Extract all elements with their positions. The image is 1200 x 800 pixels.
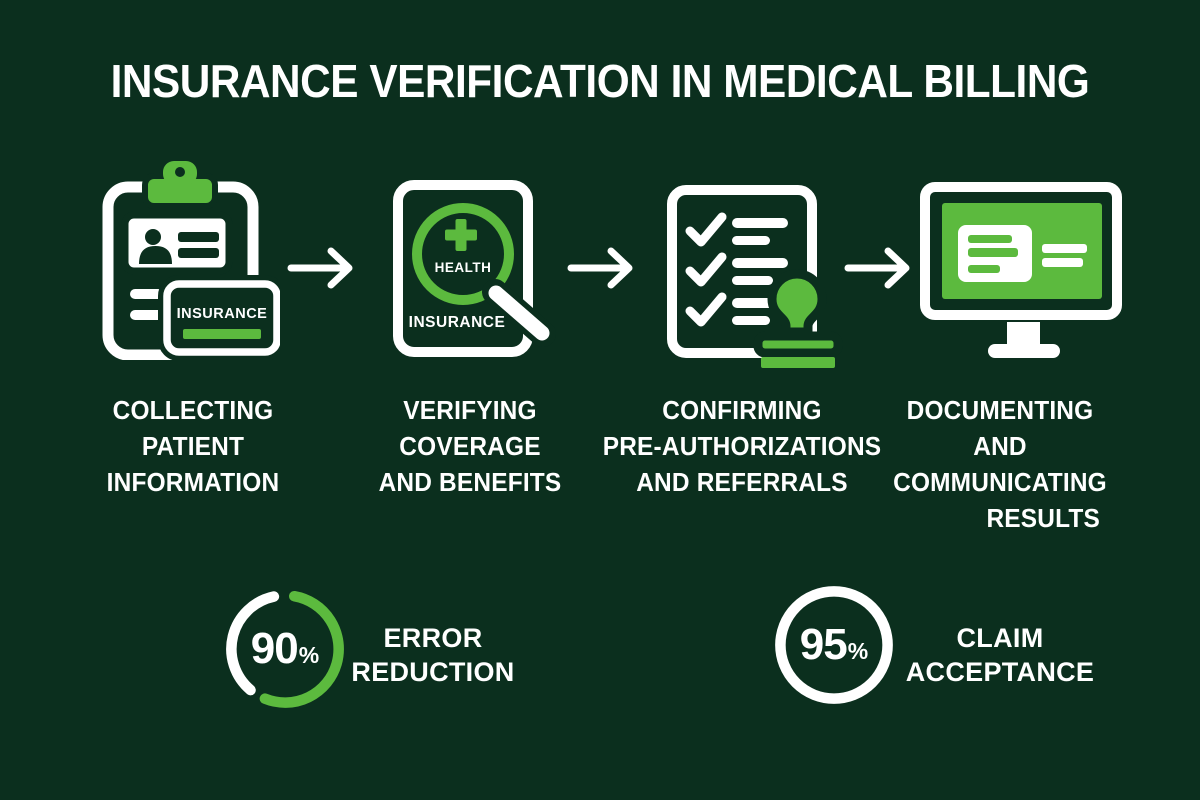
card-text-line	[968, 265, 1000, 273]
step-label-line: DOCUMENTING	[906, 395, 1094, 425]
id-card-line	[178, 232, 219, 242]
claim-acceptance-ring: 95 %	[767, 578, 901, 712]
ring-white-circle	[775, 586, 893, 704]
id-card-line	[178, 248, 219, 258]
monitor-frame	[920, 182, 1122, 320]
stamp-handle	[767, 269, 827, 337]
stat-number: 90	[250, 624, 299, 673]
clipboard-id-card-icon: INSURANCE	[95, 160, 280, 360]
screen-text-line	[1042, 258, 1083, 267]
patient-avatar-head	[145, 229, 161, 245]
stamp-icon	[753, 269, 843, 368]
clip-hole	[175, 167, 185, 177]
stat-percent-sign: %	[298, 642, 320, 668]
magnifier-label: HEALTH	[435, 260, 492, 275]
step-label-line: RESULTS	[986, 503, 1101, 533]
ring-green-arc	[259, 590, 344, 708]
clipboard-text-line	[130, 310, 163, 320]
insurance-card-bar	[183, 329, 261, 339]
checklist-outline	[667, 185, 817, 358]
stat-label-line: ACCEPTANCE	[905, 657, 1095, 687]
step-label-line: COVERAGE	[399, 431, 541, 461]
checklist-stamp-icon	[660, 180, 845, 375]
step-label-line: AND REFERRALS	[636, 467, 848, 497]
step-label-line: COLLECTING	[112, 395, 274, 425]
patient-avatar-body	[139, 246, 172, 264]
document-label: INSURANCE	[409, 314, 506, 331]
arrow-right-icon	[566, 244, 638, 292]
stat-label-line: REDUCTION	[351, 657, 515, 687]
checklist-line	[732, 316, 770, 325]
monitor-results-icon	[915, 182, 1125, 362]
stat-value: 95 %	[767, 578, 901, 712]
step-label-confirming: CONFIRMING PRE-AUTHORIZATIONS AND REFERR…	[573, 392, 911, 500]
magnifier-lens	[412, 203, 514, 305]
checklist-line	[732, 236, 770, 245]
stat-label-line: ERROR	[383, 623, 483, 653]
stat-percent-sign: %	[847, 638, 869, 664]
step-label-collecting: COLLECTING PATIENT INFORMATION	[52, 392, 334, 500]
step-label-line: VERIFYING	[403, 395, 537, 425]
stat-number: 95	[799, 620, 848, 669]
checklist-line	[732, 258, 788, 268]
step-label-verifying: VERIFYING COVERAGE AND BENEFITS	[329, 392, 611, 500]
health-insurance-magnifier-icon: HEALTH INSURANCE	[385, 180, 560, 365]
checkmark-icon	[685, 212, 727, 247]
step-label-line: AND	[973, 431, 1027, 461]
arrow-right-icon	[286, 244, 358, 292]
page-title: INSURANCE VERIFICATION IN MEDICAL BILLIN…	[110, 55, 1090, 107]
plus-icon	[455, 219, 467, 251]
screen-text-line	[1042, 244, 1087, 253]
checkmark-icon	[685, 292, 727, 327]
checklist-line	[732, 276, 773, 285]
step-label-line: PATIENT	[141, 431, 245, 461]
monitor-neck	[1007, 322, 1040, 346]
clipboard-text-line	[130, 289, 163, 299]
step-label-line: AND BENEFITS	[378, 467, 562, 497]
stamp-base	[753, 331, 843, 358]
ring-white-arc	[226, 591, 280, 696]
card-text-line	[968, 248, 1018, 257]
stat-value: 90 %	[218, 582, 352, 716]
card-text-line	[968, 235, 1012, 243]
stat-label-line: CLAIM	[956, 623, 1044, 653]
magnifier-handle	[488, 285, 550, 341]
error-reduction-label: ERROR REDUCTION	[333, 621, 533, 689]
checkmark-icon	[685, 252, 727, 287]
step-label-line: CONFIRMING	[662, 395, 822, 425]
monitor-base	[988, 344, 1060, 358]
insurance-card-label: INSURANCE	[177, 306, 268, 322]
error-reduction-ring: 90 %	[218, 582, 352, 716]
arrow-right-icon	[843, 244, 915, 292]
step-label-documenting: DOCUMENTING AND COMMUNICATING RESULTS	[859, 392, 1141, 536]
stamp-pad	[761, 357, 835, 368]
checklist-line	[732, 218, 788, 228]
document-outline	[393, 180, 533, 357]
step-label-line: COMMUNICATING	[893, 467, 1107, 497]
step-label-line: INFORMATION	[106, 467, 280, 497]
claim-acceptance-label: CLAIM ACCEPTANCE	[872, 621, 1128, 689]
step-label-line: PRE-AUTHORIZATIONS	[602, 431, 882, 461]
